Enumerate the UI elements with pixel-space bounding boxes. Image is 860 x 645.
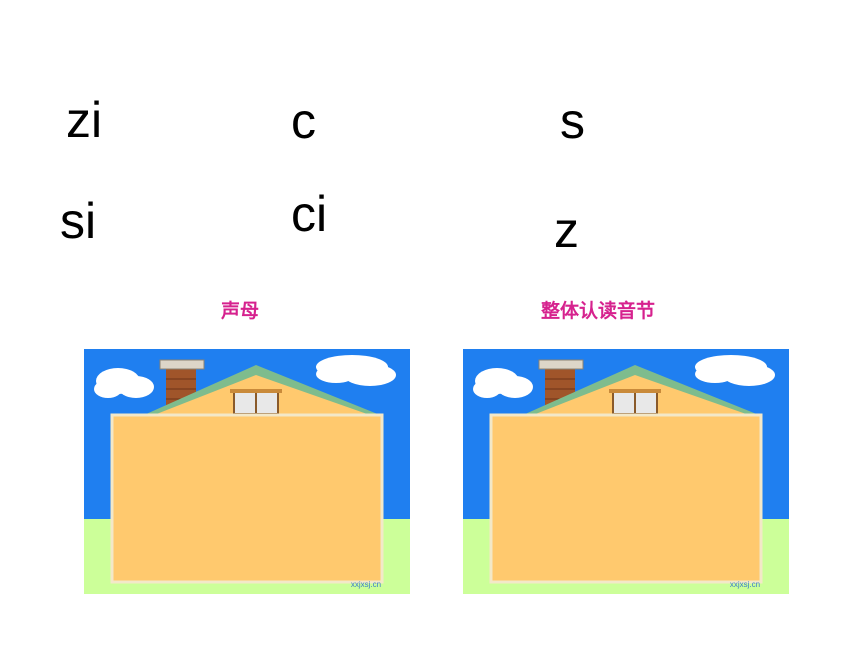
cloud-right-icon — [695, 355, 775, 386]
house-whole-syllables-graphic: xxjxsj.cn — [463, 349, 789, 594]
cloud-left-icon — [94, 368, 154, 398]
syllable-z[interactable]: z — [554, 202, 579, 258]
house-initials: xxjxsj.cn — [84, 349, 410, 594]
cloud-right-icon — [316, 355, 396, 386]
attic-window-icon — [230, 389, 282, 415]
house-title-initials: 声母 — [220, 300, 259, 322]
house-initials-graphic: xxjxsj.cn — [84, 349, 410, 594]
house-wall — [110, 413, 384, 584]
attic-window-icon — [609, 389, 661, 415]
house-whole-syllables: xxjxsj.cn — [463, 349, 789, 594]
syllable-ci[interactable]: ci — [291, 186, 328, 242]
watermark-right: xxjxsj.cn — [730, 580, 760, 589]
watermark-left: xxjxsj.cn — [351, 580, 381, 589]
syllable-si[interactable]: si — [60, 193, 97, 249]
house-wall — [489, 413, 763, 584]
syllable-c[interactable]: c — [291, 93, 316, 149]
syllable-zi[interactable]: zi — [66, 92, 103, 148]
syllable-s[interactable]: s — [560, 93, 585, 149]
cloud-left-icon — [473, 368, 533, 398]
house-title-whole-syllables: 整体认读音节 — [540, 300, 655, 322]
